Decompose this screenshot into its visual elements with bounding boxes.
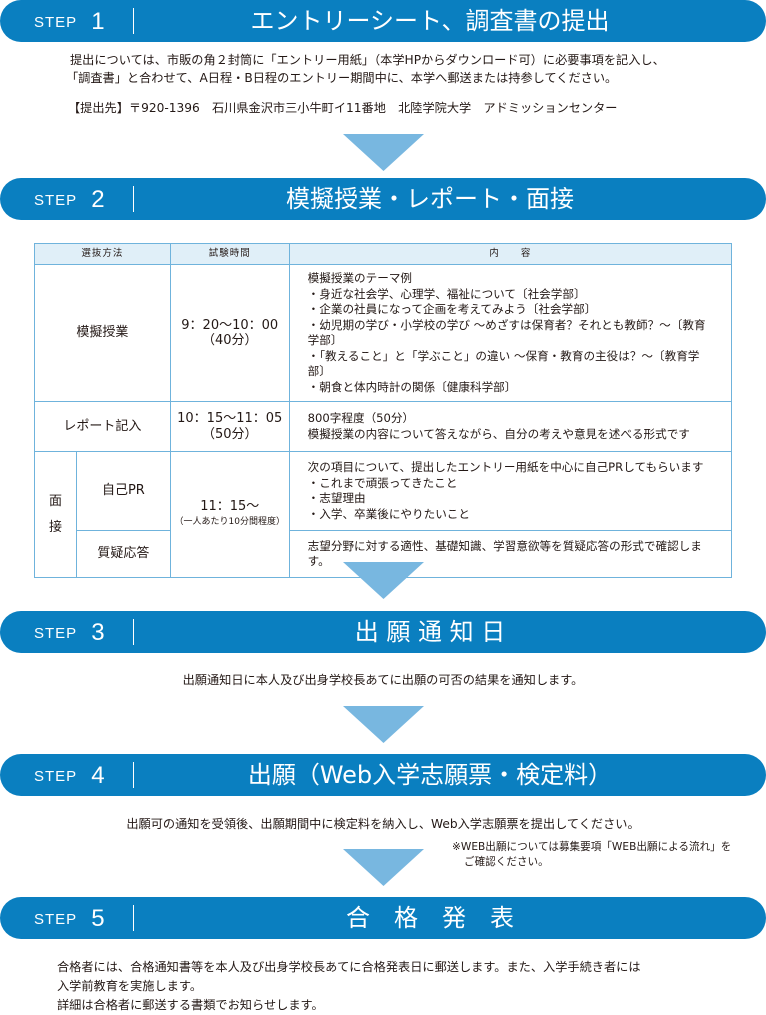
step1-line2: 「調査書」と合わせて、A日程・B日程のエントリー期間中に、本学へ郵送または持参し… (66, 71, 618, 85)
step4-separator (133, 762, 134, 788)
interview-label: 面接 (34, 451, 77, 578)
row-method: 模擬授業 (34, 264, 171, 402)
table-header-row: 選抜方法 試験時間 内 容 (34, 243, 733, 265)
step5-line3: 詳細は合格者に郵送する書類でお知らせします。 (57, 998, 324, 1012)
step1-line1: 提出については、市販の角２封筒に「エントリー用紙」（本学HPからダウンロード可）… (70, 53, 665, 67)
table-row: レポート記入 10：15〜11：05（50分） 800字程度（50分） 模擬授業… (34, 401, 733, 452)
interview-sub-pr: 自己PR (75, 451, 171, 531)
step3-text: 出願通知日に本人及び出身学校長あてに出願の可否の結果を通知します。 (182, 673, 584, 687)
step5-separator (133, 905, 134, 931)
table-row: 面接 自己PR 11：15〜（一人あたり10分間程度） 次の項目について、提出し… (34, 451, 733, 578)
row-content: 模擬授業のテーマ例 ・身近な社会学、心理学、福祉について〔社会学部〕 ・企業の社… (288, 264, 733, 402)
row-content: 800字程度（50分） 模擬授業の内容について答えながら、自分の考えや意見を述べ… (288, 401, 733, 452)
down-arrow-icon (343, 849, 424, 886)
step5-line2: 入学前教育を実施します。 (57, 979, 203, 993)
step2-separator (133, 186, 134, 212)
down-arrow-icon (343, 134, 424, 171)
step5-title: 合 格 発 表 (346, 904, 514, 932)
row-time: 9：20〜10：00（40分） (169, 264, 290, 402)
row-time: 10：15〜11：05（50分） (169, 401, 290, 452)
step4-text: 出願可の通知を受領後、出願期間中に検定料を納入し、Web入学志願票を提出してくだ… (126, 817, 640, 831)
step4-note-line1: ※WEB出願については募集要項「WEB出願による流れ」を (452, 841, 732, 853)
down-arrow-icon (343, 562, 424, 599)
header-method: 選抜方法 (34, 243, 171, 265)
table-row: 模擬授業 9：20〜10：00（40分） 模擬授業のテーマ例 ・身近な社会学、心… (34, 264, 733, 402)
step4-title: 出願（Web入学志願票・検定料） (247, 761, 613, 789)
header-content: 内 容 (288, 243, 733, 265)
row-content: 次の項目について、提出したエントリー用紙を中心に自己PRしてもらいます ・これま… (288, 451, 733, 531)
interview-time: 11：15〜（一人あたり10分間程度） (169, 451, 290, 578)
down-arrow-icon (343, 706, 424, 743)
step4-note-line2: ご確認ください。 (464, 856, 549, 868)
step3-separator (133, 619, 134, 645)
selection-table: 選抜方法 試験時間 内 容 模擬授業 9：20〜10：00（40分） 模擬授業の… (34, 243, 733, 578)
step3-title: 出 願 通 知 日 (354, 618, 506, 646)
step1-address: 【提出先】〒920-1396 石川県金沢市三小牛町イ11番地 北陸学院大学 アド… (68, 101, 618, 115)
step5-line1: 合格者には、合格通知書等を本人及び出身学校長あてに合格発表日に郵送します。また、… (57, 960, 641, 974)
step2-title: 模擬授業・レポート・面接 (286, 185, 574, 213)
interview-sub-qa: 質疑応答 (75, 530, 171, 578)
step1-title: エントリーシート、調査書の提出 (250, 7, 610, 35)
row-method: レポート記入 (34, 401, 171, 452)
step1-separator (133, 8, 134, 34)
header-time: 試験時間 (169, 243, 290, 265)
